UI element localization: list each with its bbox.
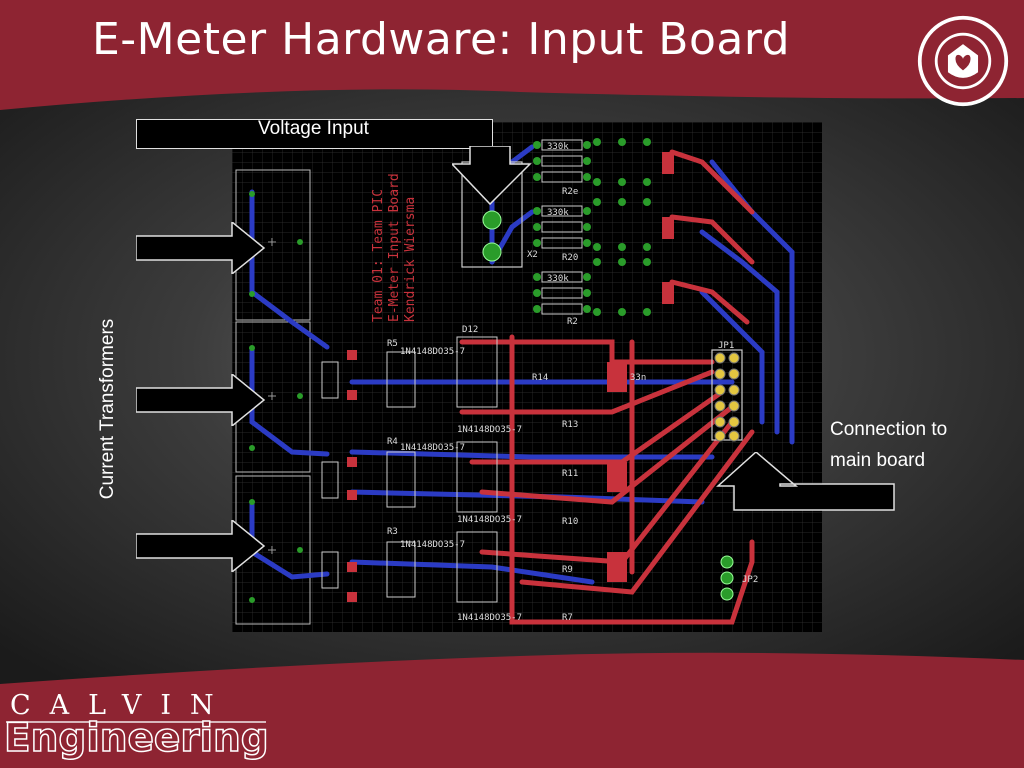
voltage-input-label: Voltage Input — [258, 118, 369, 139]
pcb-ref-label: R2 — [567, 317, 578, 327]
pcb-ref-label: 33n — [630, 373, 646, 383]
calvin-logo-text: CALVIN — [10, 690, 233, 721]
pcb-ref-label: R14 — [532, 373, 548, 383]
pcb-ref-label: JP2 — [742, 575, 758, 585]
pcb-ref-label: 330k — [547, 274, 569, 284]
pcb-part-label: 1N4148DO35-7 — [400, 443, 465, 453]
pcb-ref-label: 330k — [547, 142, 569, 152]
pcb-part-label: 1N4148DO35-7 — [457, 613, 522, 623]
connection-up-arrow — [716, 452, 895, 511]
pcb-part-label: 1N4148DO35-7 — [457, 425, 522, 435]
calvin-seal-logo — [917, 15, 1009, 107]
pcb-ref-label: 330k — [547, 208, 569, 218]
connection-label: Connection to main board — [830, 414, 1000, 476]
connection-label-line2: main board — [830, 450, 926, 471]
current-transformers-label: Current Transformers — [97, 318, 118, 500]
pcb-ref-label: D12 — [462, 325, 478, 335]
slide-title: E-Meter Hardware: Input Board — [92, 14, 791, 65]
logo-divider — [6, 721, 266, 723]
pcb-ref-label: R7 — [562, 613, 573, 623]
pcb-ref-label: R9 — [562, 565, 573, 575]
ct-arrow-3 — [136, 520, 266, 572]
pcb-ref-label: R10 — [562, 517, 578, 527]
pcb-part-label: 1N4148DO35-7 — [400, 540, 465, 550]
engineering-logo-text: Engineering — [3, 715, 269, 762]
pcb-ref-label: JP1 — [718, 341, 734, 351]
voltage-down-arrow — [452, 146, 532, 206]
ct-arrow-1 — [136, 222, 266, 274]
pcb-part-label: 1N4148DO35-7 — [400, 347, 465, 357]
pcb-silk-line-3: Kendrick Wiersma — [403, 197, 418, 322]
pcb-ref-label: R3 — [387, 527, 398, 537]
pcb-ref-label: R5 — [387, 339, 398, 349]
pcb-ref-label: R20 — [562, 253, 578, 263]
connection-label-line1: Connection to — [830, 419, 948, 440]
pcb-silk-line-1: Team 01: Team PIC — [371, 189, 386, 322]
ct-arrow-2 — [136, 374, 266, 426]
pcb-ref-label: R4 — [387, 437, 398, 447]
pcb-ref-label: R11 — [562, 469, 578, 479]
pcb-ref-label: R13 — [562, 420, 578, 430]
voltage-input-callout — [136, 119, 493, 149]
pcb-silk-line-2: E-Meter Input Board — [387, 173, 402, 322]
pcb-ref-label: X2 — [527, 250, 538, 260]
pcb-ref-label: R2e — [562, 187, 578, 197]
pcb-layout-image: Team 01: Team PIC E-Meter Input Board Ke… — [232, 122, 822, 632]
pcb-part-label: 1N4148DO35-7 — [457, 515, 522, 525]
